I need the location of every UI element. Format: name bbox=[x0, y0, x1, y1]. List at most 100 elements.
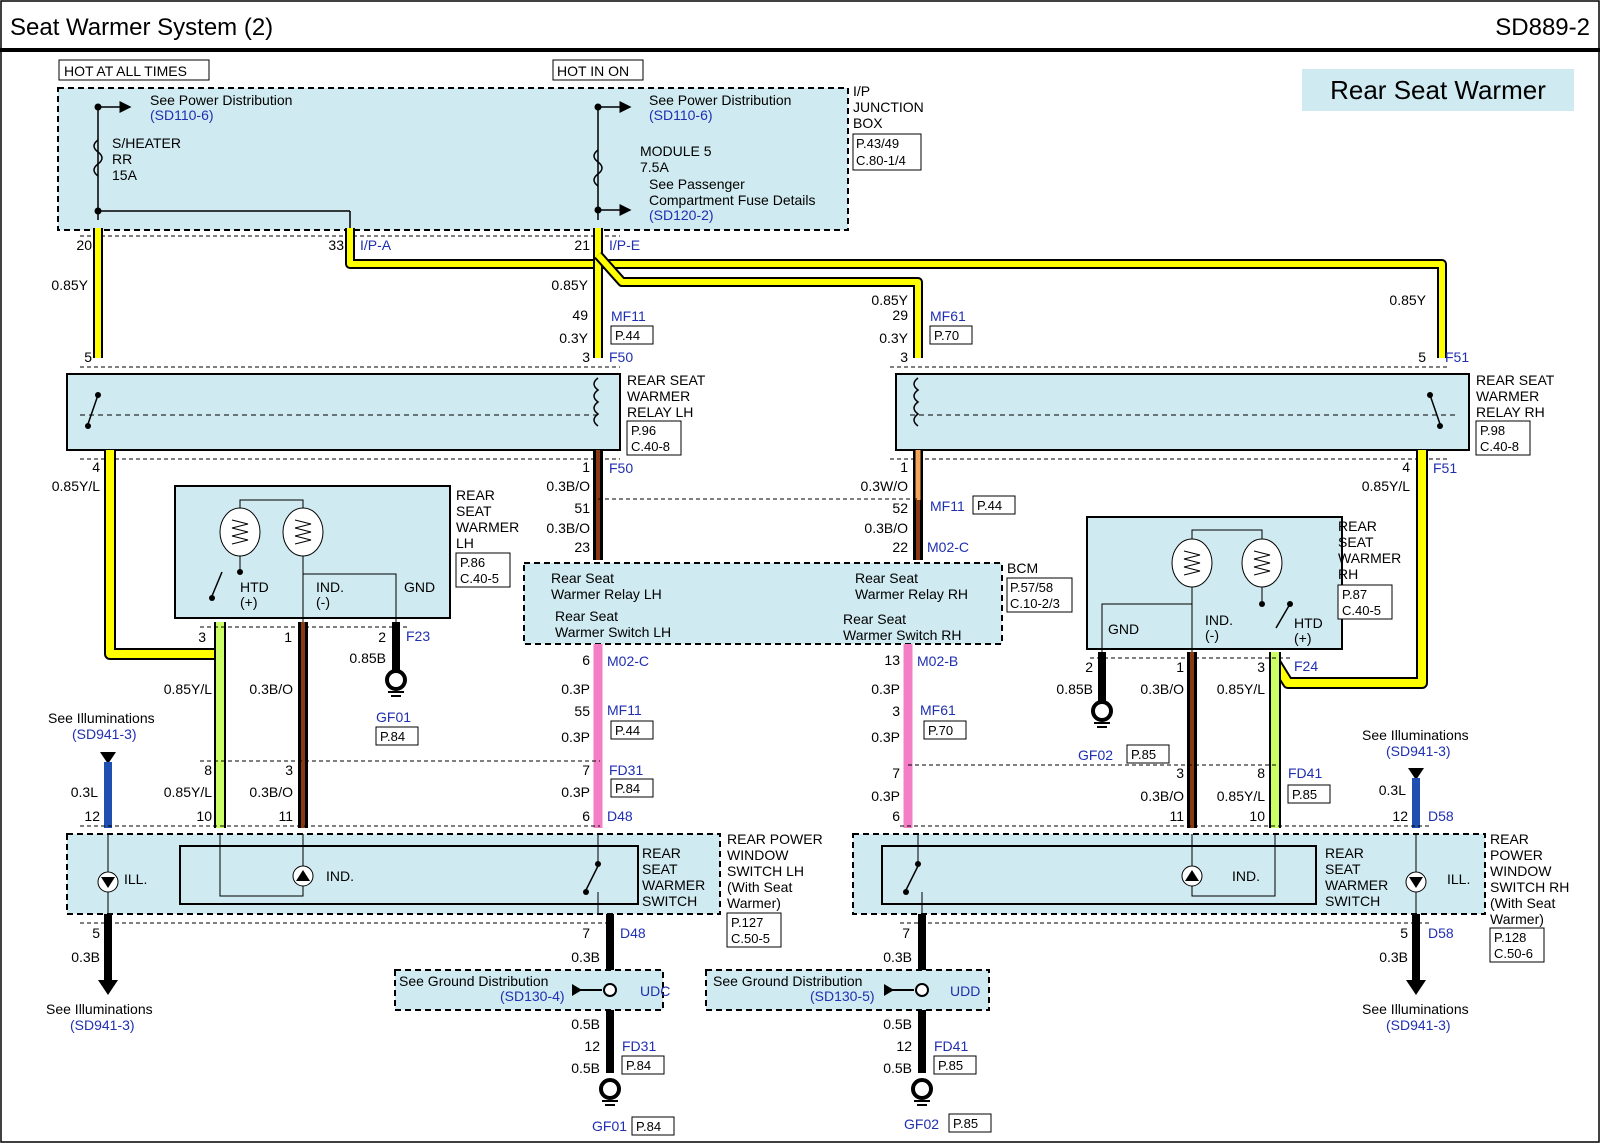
warmer-lh-name-1: REAR bbox=[456, 487, 495, 503]
relay-lh-name-1: REAR SEAT bbox=[627, 372, 706, 388]
see-illuminations-rh: See Illuminations bbox=[1362, 727, 1469, 743]
conn-f23: F23 bbox=[406, 628, 430, 644]
bcm-relay-rh-1: Rear Seat bbox=[855, 570, 918, 586]
heater-link bbox=[1191, 529, 1263, 539]
page-ref-box bbox=[1126, 744, 1170, 764]
pin-3: 3 bbox=[892, 703, 900, 719]
jbox-page-1: P.43/49 bbox=[856, 136, 899, 151]
hot-all-times-box bbox=[58, 59, 210, 81]
pin-49: 49 bbox=[572, 307, 588, 323]
diagram-code: SD889-2 bbox=[1495, 14, 1590, 41]
warmer-rh-page-box bbox=[1337, 584, 1393, 620]
page-ref-box bbox=[610, 325, 654, 345]
warmer-lh-htd: HTD bbox=[240, 579, 269, 595]
page-ref-box bbox=[929, 325, 973, 345]
pin-1: 1 bbox=[582, 459, 590, 475]
conn-gf02: GF02 bbox=[904, 1116, 939, 1132]
page-ref: P.85 bbox=[1131, 747, 1156, 762]
switch-rh-ind: IND. bbox=[1232, 868, 1260, 884]
warmer-lh-gnd: GND bbox=[404, 579, 435, 595]
switch-lh-name-1: REAR POWER bbox=[727, 831, 823, 847]
warmer-lh-minus: (-) bbox=[316, 594, 330, 610]
see-passenger-2: Compartment Fuse Details bbox=[649, 192, 816, 208]
page-ref-box bbox=[610, 720, 654, 740]
pin-7: 7 bbox=[582, 925, 590, 941]
switch-rh-name-3: WINDOW bbox=[1490, 863, 1552, 879]
wire-label: 0.5B bbox=[883, 1016, 912, 1032]
arrow-left-icon bbox=[884, 984, 894, 996]
wire-label: 0.3P bbox=[561, 681, 590, 697]
conn-fd31: FD31 bbox=[609, 762, 643, 778]
conn-udd: UDD bbox=[950, 983, 980, 999]
ill-label-rh: ILL. bbox=[1447, 871, 1470, 887]
ind-loop bbox=[1191, 834, 1276, 897]
splice-dot bbox=[583, 889, 589, 895]
page-ref-box bbox=[610, 778, 654, 798]
jbox-page-2: C.80-1/4 bbox=[856, 153, 906, 168]
wire-label: 0.85Y bbox=[1389, 292, 1426, 308]
seat-warmer-switch-rh bbox=[881, 845, 1317, 905]
fuse-1-line-3: 15A bbox=[112, 167, 138, 183]
pin-33: 33 bbox=[328, 237, 344, 253]
switch-lh-name-3: SWITCH LH bbox=[727, 863, 804, 879]
see-ground-rh: See Ground Distribution bbox=[713, 973, 862, 989]
page-ref: P.84 bbox=[636, 1119, 661, 1134]
splice-dot bbox=[915, 861, 921, 867]
relay-lh-coil bbox=[593, 377, 600, 427]
switch-lh-inner-2: SEAT bbox=[642, 861, 678, 877]
switch-lh-name-2: WINDOW bbox=[727, 847, 789, 863]
pin-6: 6 bbox=[582, 808, 590, 824]
ground-icon bbox=[911, 1078, 933, 1100]
arrow-down-icon bbox=[1408, 768, 1424, 780]
relay-rh-name-2: WARMER bbox=[1476, 388, 1539, 404]
section-label: Rear Seat Warmer bbox=[1330, 75, 1546, 105]
warmer-rh-name-2: SEAT bbox=[1338, 534, 1374, 550]
see-illuminations-lh-bottom: See Illuminations bbox=[46, 1001, 153, 1017]
splice-dot bbox=[903, 889, 909, 895]
heater-link bbox=[239, 499, 304, 508]
switch-lh-page-2: C.50-5 bbox=[731, 931, 770, 946]
bcm-page-2: C.10-2/3 bbox=[1010, 596, 1060, 611]
relay-lh-page-box bbox=[626, 420, 682, 456]
see-illuminations-lh: See Illuminations bbox=[48, 710, 155, 726]
conn-m02c: M02-C bbox=[607, 653, 649, 669]
pin-55: 55 bbox=[574, 703, 590, 719]
conn-f51: F51 bbox=[1433, 460, 1457, 476]
heater-coil-icon bbox=[1253, 550, 1271, 576]
wire-brown bbox=[593, 450, 923, 560]
conn-f24: F24 bbox=[1294, 658, 1318, 674]
page-ref: P.70 bbox=[934, 328, 959, 343]
conn-gf01: GF01 bbox=[592, 1118, 627, 1134]
conn-mf61: MF61 bbox=[920, 702, 956, 718]
pin-1: 1 bbox=[1176, 659, 1184, 675]
warmer-rh-box bbox=[1086, 516, 1343, 650]
page-ref-box bbox=[972, 495, 1016, 515]
wire-label: 0.3B/O bbox=[1140, 788, 1184, 804]
wire-label: 0.3B/O bbox=[1140, 681, 1184, 697]
conn-gf02: GF02 bbox=[1078, 747, 1113, 763]
warmer-lh-page-box bbox=[455, 552, 511, 588]
wire-label: 0.3B bbox=[1379, 949, 1408, 965]
heater-element-icon bbox=[1241, 538, 1283, 588]
switch-rh-inner-2: SEAT bbox=[1325, 861, 1361, 877]
jbox-name-3: BOX bbox=[853, 115, 883, 131]
pin-5: 5 bbox=[84, 349, 92, 365]
pin-22: 22 bbox=[892, 539, 908, 555]
bcm-relay-rh-2: Warmer Relay RH bbox=[855, 586, 968, 602]
wire-label: 0.3B bbox=[571, 949, 600, 965]
pin-13: 13 bbox=[884, 652, 900, 668]
see-power-1-ref: (SD110-6) bbox=[150, 107, 214, 123]
splice-dot bbox=[594, 206, 602, 214]
conn-udc: UDC bbox=[640, 983, 670, 999]
pin-21: 21 bbox=[574, 237, 590, 253]
hot-in-on-box bbox=[552, 59, 644, 81]
pin-7: 7 bbox=[892, 765, 900, 781]
bcm-relay-lh-1: Rear Seat bbox=[551, 570, 614, 586]
pin-12: 12 bbox=[584, 1038, 600, 1054]
gnd-wire bbox=[303, 573, 397, 622]
fuse-2-symbol bbox=[593, 149, 603, 187]
heater-element-icon bbox=[219, 507, 261, 557]
switch-lh-name-4: (With Seat bbox=[727, 879, 792, 895]
switch-rh-page-box bbox=[1489, 927, 1545, 963]
